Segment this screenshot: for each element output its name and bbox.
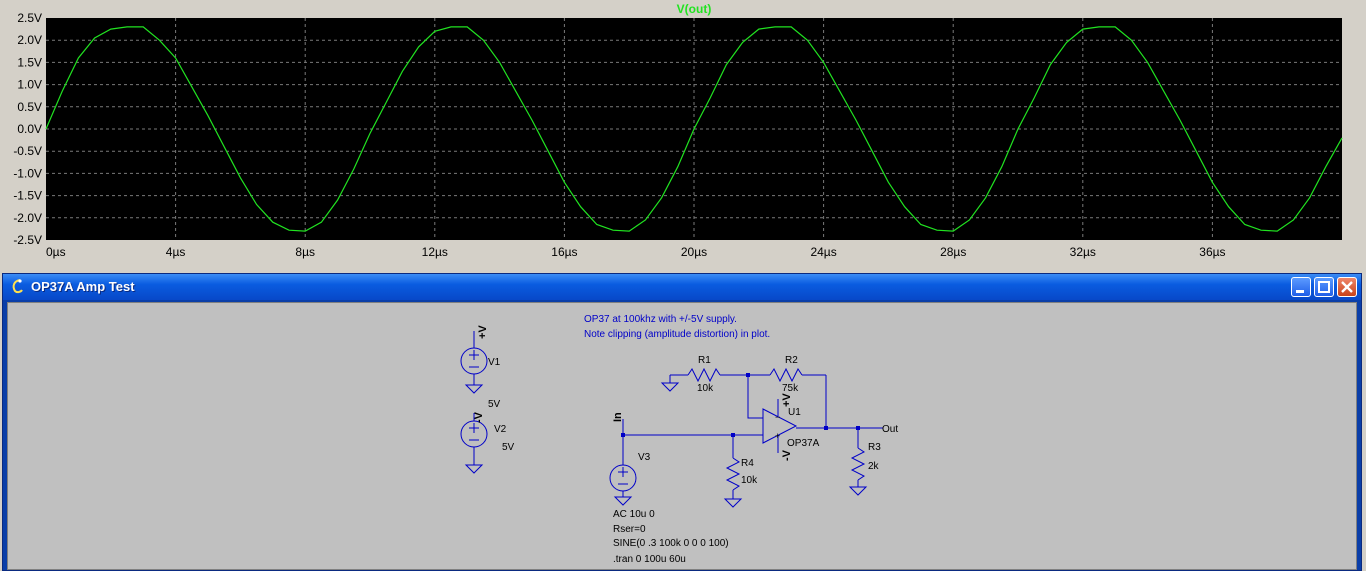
waveform-plot[interactable]: 2.5V 2.0V 1.5V 1.0V 0.5V 0.0V -0.5V -1.0V -1.5V -… (0, 0, 1366, 268)
x-tick-label: 28µs (940, 245, 966, 259)
label-r2-value[interactable]: 75k (782, 383, 799, 394)
opamp-minus-mark: − (775, 412, 780, 422)
y-tick-label: -2.5V (13, 233, 42, 247)
y-tick-label: -1.0V (13, 166, 42, 180)
x-tick-label: 24µs (810, 245, 836, 259)
schematic-titlebar[interactable]: OP37A Amp Test (3, 274, 1361, 300)
x-tick-label: 4µs (166, 245, 186, 259)
x-tick-label: 0µs (46, 245, 66, 259)
x-tick-label: 12µs (422, 245, 448, 259)
label-tran-directive[interactable]: .tran 0 100u 60u (613, 554, 686, 565)
y-axis-ticks: 2.5V 2.0V 1.5V 1.0V 0.5V 0.0V -0.5V -1.0V -1.5V -… (13, 11, 42, 247)
opamp-plus-mark: + (775, 431, 780, 441)
x-tick-label: 20µs (681, 245, 707, 259)
plot-grid (46, 18, 1342, 240)
label-u1-model[interactable]: OP37A (787, 438, 820, 449)
waveform-viewer[interactable]: 2.5V 2.0V 1.5V 1.0V 0.5V 0.0V -0.5V -1.0V -1.5V -… (0, 0, 1366, 268)
y-tick-label: 2.5V (17, 11, 42, 25)
minimize-icon (1296, 290, 1304, 293)
label-v3-ac[interactable]: AC 10u 0 (613, 509, 655, 520)
resistor-r4[interactable] (723, 435, 743, 508)
window-title: OP37A Amp Test (31, 279, 135, 294)
label-r3-name[interactable]: R3 (868, 442, 881, 453)
label-v3-name[interactable]: V3 (638, 452, 651, 463)
close-icon (1341, 281, 1353, 293)
y-tick-label: -1.5V (13, 189, 42, 203)
comment-line-2[interactable]: Note clipping (amplitude distortion) in … (584, 329, 770, 340)
y-tick-label: -0.5V (13, 144, 42, 158)
y-tick-label: 0.5V (17, 100, 42, 114)
trace-vout[interactable] (45, 26, 1343, 232)
resistor-r2[interactable] (748, 367, 827, 428)
label-v1-value[interactable]: 5V (488, 399, 501, 410)
wire-feedback[interactable] (747, 375, 763, 419)
label-r3-value[interactable]: 2k (868, 461, 880, 472)
y-tick-label: 1.0V (17, 78, 42, 92)
comment-line-1[interactable]: OP37 at 100khz with +/-5V supply. (584, 314, 737, 325)
y-tick-label: -2.0V (13, 211, 42, 225)
source-v2[interactable] (460, 413, 488, 474)
label-u1-name[interactable]: U1 (788, 407, 801, 418)
trace-label-vout[interactable]: V(out) (677, 2, 712, 16)
y-tick-label: 2.0V (17, 33, 42, 47)
label-v3-rser[interactable]: Rser=0 (613, 524, 646, 535)
source-v3[interactable] (609, 419, 637, 506)
source-v1[interactable] (460, 331, 488, 394)
label-u1-neg-supply[interactable]: -V (781, 449, 793, 461)
x-axis-ticks: 0µs 4µs 8µs 12µs 16µs 20µs 24µs 28µs 32µs 36µs (46, 245, 1226, 259)
resistor-r1[interactable] (660, 367, 748, 392)
label-r2-name[interactable]: R2 (785, 355, 798, 366)
x-tick-label: 16µs (551, 245, 577, 259)
minimize-button[interactable] (1291, 277, 1311, 297)
label-u1-pos-supply[interactable]: +V (781, 393, 793, 407)
resistor-r3[interactable] (848, 428, 868, 496)
maximize-icon (1318, 281, 1330, 293)
maximize-button[interactable] (1314, 277, 1334, 297)
net-label-v2[interactable]: -V (473, 411, 485, 423)
schematic-canvas[interactable]: +V V1 5V -V V2 5V In V3 AC 10u 0 Rser=0 … (7, 302, 1357, 570)
label-v3-sine[interactable]: SINE(0 .3 100k 0 0 0 100) (613, 538, 729, 549)
y-tick-label: 1.5V (17, 55, 42, 69)
label-v2-name[interactable]: V2 (494, 424, 507, 435)
label-r4-value[interactable]: 10k (741, 475, 758, 486)
label-r1-value[interactable]: 10k (697, 383, 714, 394)
junction-dots (621, 373, 860, 437)
label-v2-value[interactable]: 5V (502, 442, 515, 453)
label-r1-name[interactable]: R1 (698, 355, 711, 366)
net-label-in[interactable]: In (612, 412, 624, 422)
close-button[interactable] (1337, 277, 1357, 297)
ltspice-app-icon[interactable] (9, 278, 25, 294)
x-tick-label: 32µs (1070, 245, 1096, 259)
y-tick-label: 0.0V (17, 122, 42, 136)
label-out-net[interactable]: Out (882, 424, 898, 435)
label-r4-name[interactable]: R4 (741, 458, 754, 469)
x-tick-label: 8µs (295, 245, 315, 259)
schematic-window[interactable]: OP37A Amp Test (2, 273, 1362, 571)
label-v1-name[interactable]: V1 (488, 357, 501, 368)
x-tick-label: 36µs (1199, 245, 1225, 259)
net-label-v1[interactable]: +V (477, 325, 489, 339)
